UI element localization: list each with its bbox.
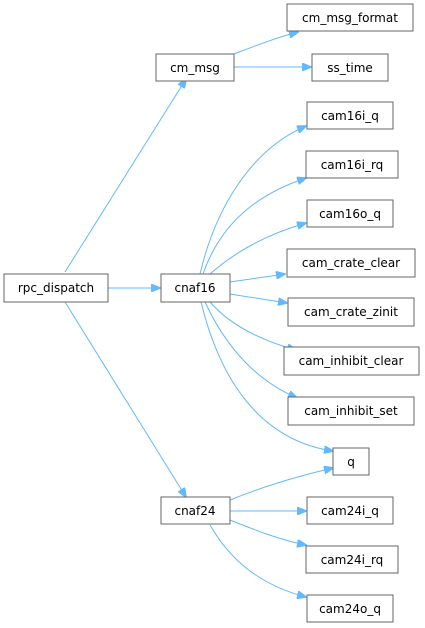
node-label: cam24o_q [319,602,381,616]
edge-cnaf16-cam16i_rq [202,178,306,275]
node-label: ss_time [327,61,373,75]
node-cam24i-rq[interactable]: cam24i_rq [305,545,399,574]
node-cam-crate-zinit[interactable]: cam_crate_zinit [287,297,415,327]
node-box [286,248,416,278]
node-border [286,3,414,32]
node-ss-time[interactable]: ss_time [311,53,389,82]
edge-rpc_dispatch-cnaf24 [64,301,186,497]
edge-cnaf24-cam24o_q [209,524,306,597]
edge-cnaf24-q [229,468,333,501]
node-cam16o-q[interactable]: cam16o_q [306,199,394,228]
node-box [155,53,235,82]
node-label: cam16i_q [321,109,379,123]
node-label: cam24i_rq [321,553,384,567]
node-box [305,545,399,574]
node-cm-msg[interactable]: cm_msg [155,53,235,82]
node-box [306,594,394,623]
node-cam16i-rq[interactable]: cam16i_rq [305,150,399,179]
edge-cnaf16-cam16i_q [199,126,306,275]
edge-rpc_dispatch-cm_msg [64,79,186,273]
node-cam24i-q[interactable]: cam24i_q [306,496,394,525]
node-cam-inhibit-set[interactable]: cam_inhibit_set [287,396,415,426]
node-cam-inhibit-clear[interactable]: cam_inhibit_clear [283,346,420,376]
node-rpc-dispatch[interactable]: rpc_dispatch [3,273,109,303]
node-box [306,101,394,130]
node-label: cam_crate_zinit [304,305,398,319]
node-label: cm_msg_format [302,11,398,25]
node-label: cam16o_q [319,207,381,221]
node-box [160,496,231,525]
node-box [3,273,109,303]
node-box [160,273,231,303]
node-label: cam_inhibit_clear [299,354,404,368]
edge-cnaf16-cam_inhibit_set [204,301,297,398]
node-cnaf24[interactable]: cnaf24 [160,496,231,525]
node-q[interactable]: q [332,447,370,476]
edge-cnaf16-cam16o_q [209,223,306,275]
node-cm-msg-format[interactable]: cm_msg_format [286,3,414,32]
node-box [305,150,399,179]
node-cnaf16[interactable]: cnaf16 [160,273,231,303]
edge-cnaf16-cam_crate_clear [229,274,285,283]
node-cam16i-q[interactable]: cam16i_q [306,101,394,130]
node-cam-crate-clear[interactable]: cam_crate_clear [286,248,416,278]
edges [64,32,333,597]
node-cam24o-q[interactable]: cam24o_q [306,594,394,623]
node-label: cam_inhibit_set [304,404,398,418]
node-box [332,447,370,476]
edge-cm_msg-cm_msg_format [233,32,298,55]
node-box [306,199,394,228]
edge-cnaf16-q [200,301,333,451]
node-box [311,53,389,82]
node-label: cam_crate_clear [302,256,400,270]
edge-cnaf16-cam_crate_zinit [229,293,287,303]
node-box [287,297,415,327]
node-label: q [347,455,355,469]
edge-cnaf16-cam_inhibit_clear [209,301,296,350]
node-label: cam24i_q [321,504,379,518]
node-box [306,496,394,525]
node-label: cnaf24 [174,504,215,518]
edge-cnaf24-cam24i_rq [229,519,306,545]
node-label: cnaf16 [174,281,215,295]
node-box [287,396,415,426]
node-box [283,346,420,376]
node-label: cm_msg [170,61,220,75]
node-label: rpc_dispatch [18,281,94,295]
node-label: cam16i_rq [321,158,384,172]
